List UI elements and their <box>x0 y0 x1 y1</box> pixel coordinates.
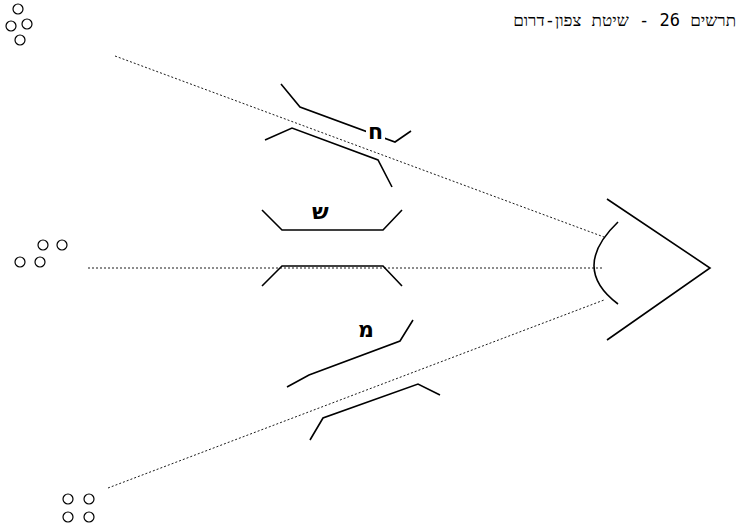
filter-letter: ש <box>310 201 331 223</box>
filter-letter: מ <box>356 319 376 341</box>
diagram-title: תרשים 26 - שיטת צפון-דרום <box>513 12 736 29</box>
filter-letter: ח <box>366 121 385 143</box>
